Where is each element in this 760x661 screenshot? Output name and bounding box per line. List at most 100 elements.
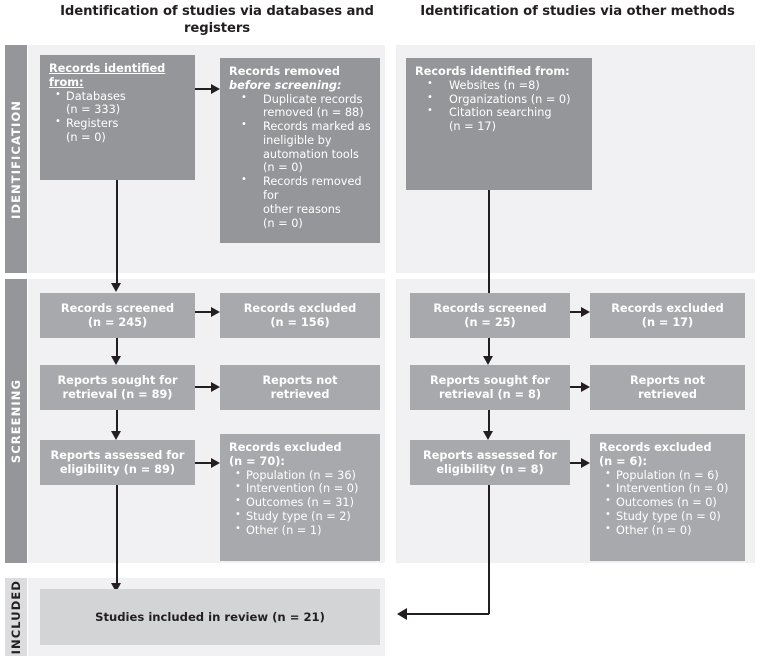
- connector-screened-to-sought-left: [116, 338, 118, 356]
- connector-right-to-included-horizontal: [407, 613, 489, 615]
- box-line: Studies included in review (n = 21): [95, 609, 325, 624]
- list-item: Records marked as ineligible by automati…: [241, 119, 374, 175]
- connector-sought-to-assessed-right: [488, 410, 490, 431]
- box-reports-not-retrieved-right: Reports not retrieved: [590, 365, 745, 410]
- box-line: Reports sought for: [429, 373, 551, 387]
- bullet-line: Citation searching: [449, 106, 552, 120]
- bullet-list: Population (n = 6) Intervention (n = 0) …: [599, 468, 739, 538]
- box-line: retrieval (n = 89): [62, 387, 173, 401]
- box-reports-sought-right: Reports sought for retrieval (n = 8): [410, 365, 570, 410]
- box-records-screened-right: Records screened (n = 25): [410, 293, 570, 338]
- box-line: Reports assessed for: [50, 448, 185, 462]
- list-item: Population (n = 6): [605, 468, 739, 483]
- box-line: Reports sought for: [57, 373, 178, 387]
- box-line: (n = 25): [464, 315, 516, 329]
- stage-label-screening: SCREENING: [5, 279, 27, 563]
- connector-identified-to-screened-right: [488, 190, 490, 293]
- box-line: Records screened: [433, 301, 547, 315]
- bullet-line: Records removed for: [263, 175, 362, 203]
- box-reports-not-retrieved-left: Reports not retrieved: [220, 365, 380, 410]
- connector-assessed-to-excluded-right: [570, 462, 581, 464]
- arrow-assessed-to-excluded-left-icon: [211, 457, 220, 468]
- stage-label-identification: IDENTIFICATION: [5, 45, 27, 273]
- connector-sought-to-assessed-left: [116, 410, 118, 431]
- connector-identified-to-screened: [116, 180, 118, 283]
- box-records-excluded-screened-left: Records excluded (n = 156): [220, 293, 380, 338]
- box-line: eligibility (n = 89): [59, 462, 176, 476]
- box-line: retrieved: [638, 387, 697, 401]
- list-item: Outcomes (n = 31): [235, 495, 374, 510]
- connector-assessed-to-excluded-left: [195, 462, 211, 464]
- list-item: Intervention (n = 0): [235, 481, 374, 496]
- list-item: Other (n = 0): [605, 523, 739, 538]
- box-records-excluded-screened-right: Records excluded (n = 17): [590, 293, 745, 338]
- column-header-other-methods: Identification of studies via other meth…: [420, 4, 735, 19]
- box-line: Records excluded: [611, 301, 724, 315]
- bullet-list: Duplicate records removed (n = 88) Recor…: [229, 92, 374, 231]
- arrow-sought-to-assessed-right-icon: [483, 431, 494, 440]
- box-reports-sought-left: Reports sought for retrieval (n = 89): [40, 365, 195, 410]
- connector-screened-to-excluded-right: [570, 311, 581, 313]
- box-line: eligibility (n = 8): [436, 462, 544, 476]
- list-item: Registers (n = 0): [55, 116, 189, 145]
- box-title: Records identified from:: [415, 65, 570, 78]
- list-item: Study type (n = 0): [605, 509, 739, 524]
- connector-screened-to-excluded-left: [195, 311, 211, 313]
- arrow-screened-to-sought-left-icon: [111, 356, 122, 365]
- box-line: retrieval (n = 8): [438, 387, 542, 401]
- bullet-line: (n = 0): [263, 161, 303, 175]
- box-title: Records removed: [229, 65, 341, 78]
- bullet-line: (n = 17): [449, 120, 496, 134]
- box-line: Reports not: [629, 373, 706, 387]
- box-records-identified-other-methods: Records identified from: Websites (n =8)…: [406, 58, 592, 190]
- connector-right-to-included-vertical: [488, 485, 490, 614]
- bullet-line: Organizations (n = 0): [449, 92, 571, 106]
- box-reports-assessed-right: Reports assessed for eligibility (n = 8): [410, 440, 570, 485]
- bullet-line: (n = 0): [263, 216, 303, 230]
- bullet-line: (n = 333): [66, 103, 121, 117]
- connector-sought-to-notretrieved-right: [570, 386, 581, 388]
- list-item: Citation searching (n = 17): [427, 105, 586, 134]
- bullet-line: removed (n = 88): [263, 106, 364, 120]
- column-header-databases-registers: Identification of studies via databases …: [60, 4, 374, 36]
- bullet-line: Websites (n =8): [449, 78, 540, 92]
- connector-screened-to-sought-right: [488, 338, 490, 356]
- arrow-identified-to-screened-icon: [111, 283, 122, 292]
- box-count: (n = 6):: [599, 454, 648, 468]
- bullet-line: Records marked as: [263, 120, 371, 134]
- box-records-excluded-eligibility-right: Records excluded (n = 6): Population (n …: [590, 434, 745, 561]
- arrow-identified-to-removed-icon: [211, 83, 220, 94]
- list-item: Study type (n = 2): [235, 509, 374, 524]
- box-line: Reports not: [262, 373, 338, 387]
- box-line: Records screened: [60, 301, 175, 315]
- list-item: Population (n = 36): [235, 468, 374, 483]
- list-item: Other (n = 1): [235, 523, 374, 538]
- box-studies-included-in-review: Studies included in review (n = 21): [40, 589, 380, 645]
- box-line: (n = 17): [641, 315, 694, 329]
- connector-assessed-to-included-left: [116, 485, 118, 583]
- box-line: (n = 245): [87, 315, 148, 329]
- list-item: Records removed for other reasons (n = 0…: [241, 174, 374, 230]
- bullet-line: automation tools: [263, 147, 359, 161]
- connector-identified-to-removed: [195, 88, 211, 90]
- arrow-screened-to-sought-right-icon: [483, 356, 494, 365]
- connector-sought-to-notretrieved-left: [195, 386, 211, 388]
- list-item: Outcomes (n = 0): [605, 495, 739, 510]
- arrow-sought-to-notretrieved-left-icon: [211, 381, 220, 392]
- bullet-line: Duplicate records: [263, 92, 363, 106]
- list-item: Organizations (n = 0): [427, 92, 586, 107]
- box-line: (n = 156): [270, 315, 330, 329]
- list-item: Databases (n = 333): [55, 89, 189, 118]
- box-subtitle: before screening:: [229, 78, 342, 92]
- arrow-screened-to-excluded-right-icon: [581, 306, 590, 317]
- box-records-screened-left: Records screened (n = 245): [40, 293, 195, 338]
- bullet-line: other reasons: [263, 202, 341, 216]
- box-count: (n = 70):: [229, 454, 285, 468]
- box-reports-assessed-left: Reports assessed for eligibility (n = 89…: [40, 440, 195, 485]
- box-line: retrieved: [270, 387, 330, 401]
- stage-label-screening-text: SCREENING: [9, 378, 23, 464]
- arrow-assessed-to-excluded-right-icon: [581, 457, 590, 468]
- stage-label-included-text: INCLUDED: [9, 579, 23, 655]
- arrow-sought-to-notretrieved-right-icon: [581, 381, 590, 392]
